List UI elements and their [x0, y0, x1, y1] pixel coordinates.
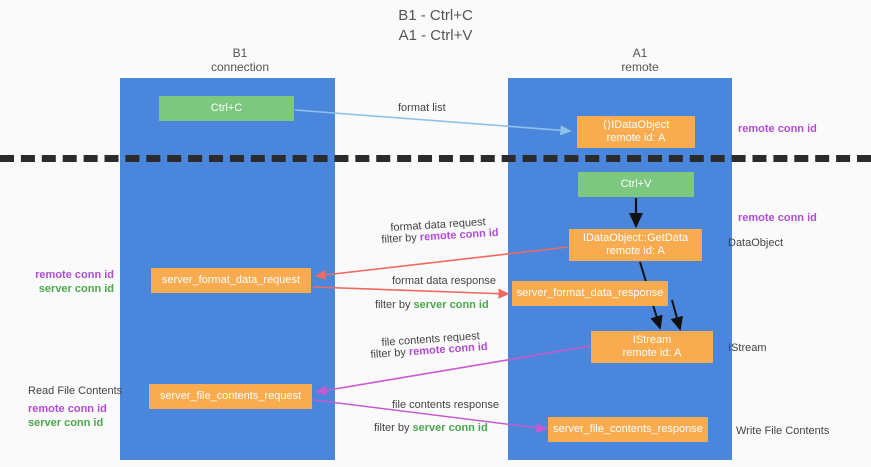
annotation-dataobject: DataObject	[728, 236, 783, 250]
node-getdata-sublabel: remote id: A	[606, 245, 665, 257]
annotation-write-file-contents: Write File Contents	[736, 424, 829, 438]
node-idataobject-getdata[interactable]: IDataObject::GetData remote id: A	[569, 229, 702, 261]
filter-prefix: filter by	[381, 231, 421, 246]
node-idataobject-sublabel: remote id: A	[606, 132, 666, 144]
annotation-left-conn-ids-bottom: remote conn id server conn id	[28, 402, 107, 430]
node-istream-label: IStream	[632, 334, 672, 346]
filter-key-remote-conn-id: remote conn id	[408, 340, 488, 359]
edge-label-format-data-response: format data response	[392, 275, 496, 287]
edge-label-format-data-response-filter: filter by server conn id	[375, 298, 489, 313]
annotation-left-conn-ids-top: remote conn id server conn id	[22, 268, 114, 296]
edge-label-file-contents-response: file contents response	[392, 399, 500, 411]
node-fmt-res-label: server_format_data_response	[516, 287, 664, 299]
section-divider	[0, 155, 871, 162]
node-idataobject[interactable]: ⟨⟩IDataObject remote id: A	[577, 116, 695, 148]
node-istream[interactable]: IStream remote id: A	[591, 331, 713, 363]
annotation-server-conn-id: server conn id	[38, 283, 114, 295]
node-ctrl-v-label: Ctrl+V	[620, 178, 652, 190]
node-file-req-label: server_file_contents_request	[159, 390, 302, 402]
annotation-text: remote conn id	[738, 123, 817, 135]
node-fmt-req-label: server_format_data_request	[161, 274, 301, 286]
filter-prefix: filter by	[375, 299, 414, 311]
node-server-format-data-response[interactable]: server_format_data_response	[512, 281, 668, 306]
annotation-remote-conn-id: remote conn id	[35, 269, 114, 281]
edge-label-file-contents-response-filter: filter by server conn id	[374, 421, 488, 436]
node-server-format-data-request[interactable]: server_format_data_request	[151, 268, 311, 293]
node-file-res-label: server_file_contents_response	[553, 423, 703, 435]
lane-header-b1: B1 connection	[210, 46, 270, 74]
annotation-text: DataObject	[728, 237, 784, 249]
edge-label-format-list: format list	[398, 102, 446, 114]
annotation-text: remote conn id	[738, 212, 817, 224]
annotation-text: Write File Contents	[736, 425, 830, 437]
filter-prefix: filter by	[370, 346, 410, 361]
annotation-text: IStream	[728, 342, 767, 354]
annotation-server-conn-id: server conn id	[28, 417, 104, 429]
node-ctrl-c[interactable]: Ctrl+C	[159, 96, 294, 121]
lane-header-a1: A1 remote	[621, 46, 659, 74]
node-istream-sublabel: remote id: A	[622, 347, 682, 359]
node-server-file-contents-request[interactable]: server_file_contents_request	[149, 384, 312, 409]
page-title: B1 - Ctrl+C A1 - Ctrl+V	[398, 7, 473, 44]
node-ctrl-v[interactable]: Ctrl+V	[578, 172, 694, 197]
annotation-istream: IStream	[728, 341, 767, 355]
annotation-read-file-contents: Read File Contents	[28, 384, 122, 398]
annotation-remote-conn-id: remote conn id	[28, 403, 107, 415]
filter-key-server-conn-id: server conn id	[413, 299, 489, 311]
node-getdata-label: IDataObject::GetData	[582, 232, 689, 244]
node-server-file-contents-response[interactable]: server_file_contents_response	[548, 417, 708, 442]
annotation-remote-conn-id-top: remote conn id	[738, 122, 817, 136]
filter-prefix: filter by	[374, 422, 413, 434]
filter-key-server-conn-id: server conn id	[412, 422, 488, 434]
filter-key-remote-conn-id: remote conn id	[419, 226, 499, 244]
node-ctrl-c-label: Ctrl+C	[210, 102, 243, 114]
annotation-remote-conn-id-mid: remote conn id	[738, 211, 817, 225]
node-idataobject-label: ⟨⟩IDataObject	[602, 119, 670, 131]
annotation-text: Read File Contents	[28, 385, 123, 397]
